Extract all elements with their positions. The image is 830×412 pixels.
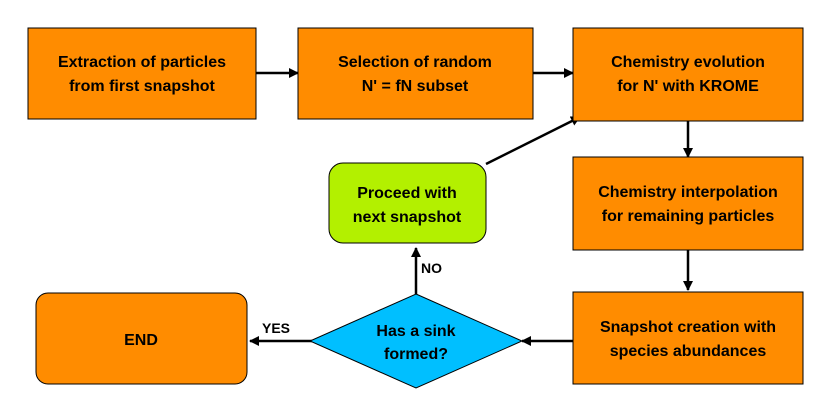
decision-line1: Has a sink xyxy=(376,323,455,340)
chemistry-evolution-line1: Chemistry evolution xyxy=(611,54,765,71)
proceed-line2: next snapshot xyxy=(353,209,462,226)
yes-label: YES xyxy=(262,320,290,336)
snapshot-creation-box: Snapshot creation with species abundance… xyxy=(572,291,804,385)
end-box: END xyxy=(35,292,248,385)
no-label: NO xyxy=(421,260,442,276)
chemistry-evolution-box: Chemistry evolution for N' with KROME xyxy=(572,27,804,122)
selection-line1: Selection of random xyxy=(338,54,492,71)
extraction-box: Extraction of particles from first snaps… xyxy=(27,27,257,120)
decision-line2: formed? xyxy=(384,346,448,363)
selection-box: Selection of random N' = fN subset xyxy=(297,27,534,120)
extraction-line1: Extraction of particles xyxy=(58,54,226,71)
snapshot-creation-line1: Snapshot creation with xyxy=(600,319,776,336)
selection-line2: N' = fN subset xyxy=(362,78,469,95)
chemistry-interpolation-box: Chemistry interpolation for remaining pa… xyxy=(572,156,804,251)
proceed-line1: Proceed with xyxy=(357,185,457,202)
chemistry-interpolation-line2: for remaining particles xyxy=(602,208,775,225)
snapshot-creation-line2: species abundances xyxy=(610,343,767,360)
extraction-line2: from first snapshot xyxy=(69,78,215,95)
chemistry-evolution-line2: for N' with KROME xyxy=(617,78,759,95)
arrow-proceed-to-evolution xyxy=(485,115,581,166)
chemistry-interpolation-line1: Chemistry interpolation xyxy=(598,184,778,201)
end-label: END xyxy=(124,332,158,349)
decision-diamond: Has a sink formed? xyxy=(308,293,524,389)
proceed-box: Proceed with next snapshot xyxy=(328,162,487,244)
